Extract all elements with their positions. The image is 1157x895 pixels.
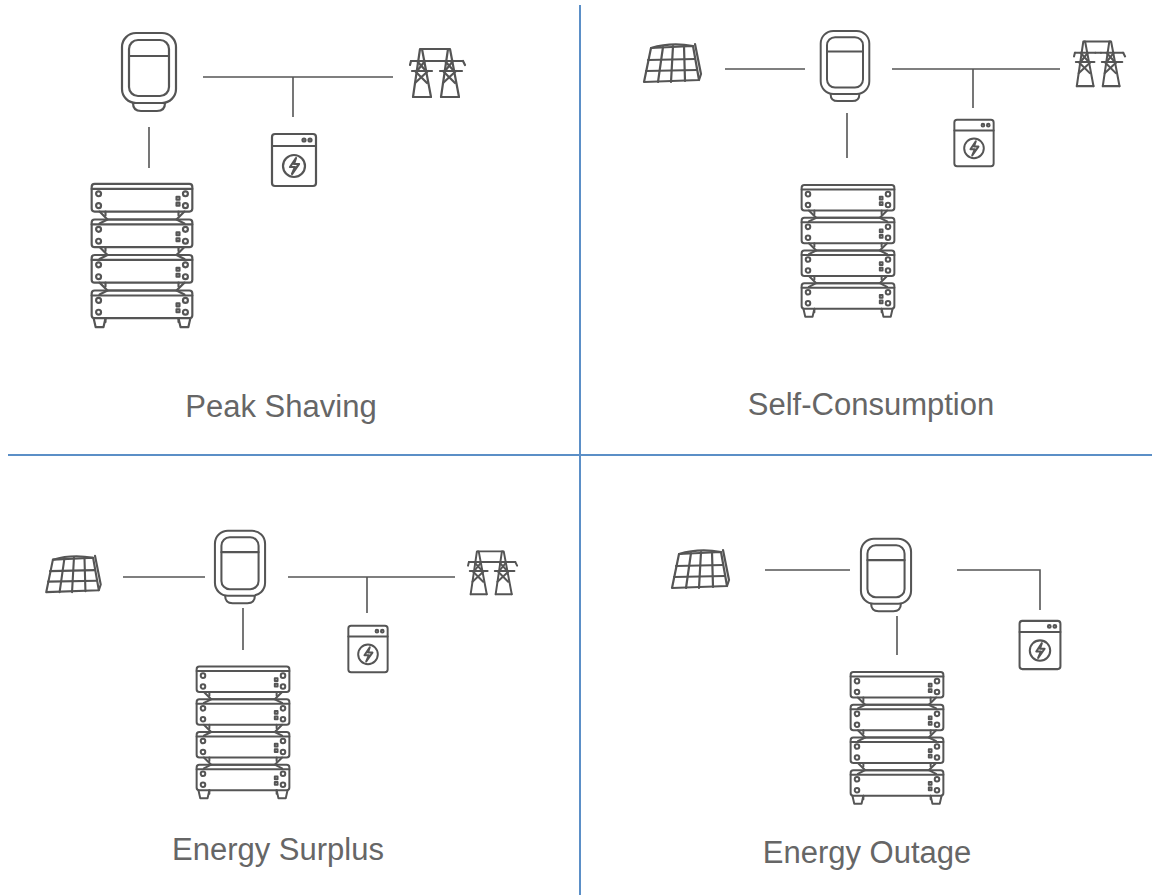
panel-caption: Energy Outage xyxy=(763,834,972,871)
panel-caption: Peak Shaving xyxy=(185,388,376,425)
appliance-icon xyxy=(1020,621,1061,669)
panel-divider xyxy=(8,454,1152,456)
peak-shaving-panel xyxy=(92,33,465,327)
battery-stack-icon xyxy=(197,667,290,799)
panel-divider xyxy=(579,5,581,895)
grid-pylon-icon xyxy=(410,49,465,97)
inverter-icon xyxy=(861,539,911,611)
wire xyxy=(725,69,1060,158)
wire xyxy=(765,570,1040,655)
panel-caption: Energy Surplus xyxy=(172,831,384,868)
appliance-icon xyxy=(272,134,316,186)
grid-pylon-icon xyxy=(1074,42,1125,87)
self-consumption-panel xyxy=(644,31,1125,317)
solar-panel-icon xyxy=(672,550,729,588)
solar-panel-icon xyxy=(46,556,101,592)
panel-caption: Self-Consumption xyxy=(748,386,994,423)
grid-pylon-icon xyxy=(468,551,517,594)
inverter-icon xyxy=(122,33,176,111)
inverter-icon xyxy=(821,31,870,101)
appliance-icon xyxy=(954,120,993,166)
battery-stack-icon xyxy=(92,184,193,327)
battery-stack-icon xyxy=(851,672,944,804)
appliance-icon xyxy=(348,626,387,672)
inverter-icon xyxy=(215,531,265,603)
energy-outage-panel xyxy=(672,539,1060,804)
battery-stack-icon xyxy=(802,185,895,317)
energy-surplus-panel xyxy=(46,531,517,799)
wire xyxy=(123,577,455,650)
solar-panel-icon xyxy=(644,44,701,82)
